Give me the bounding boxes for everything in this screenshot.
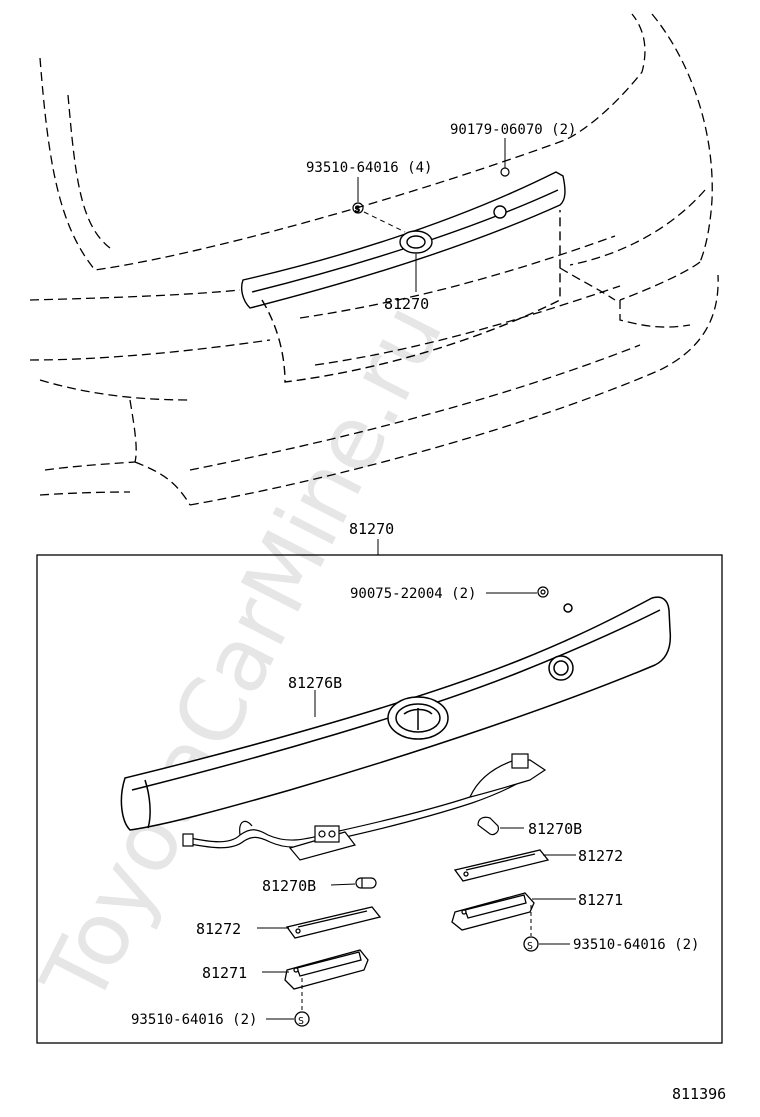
- watermark-text: ToyotaCarMine.ru: [21, 288, 462, 1021]
- callout-81270-top: 81270: [384, 295, 429, 313]
- screw-s-glyph: S: [355, 205, 360, 214]
- nut-detail: [537, 586, 549, 598]
- screw-left-s-glyph: S: [298, 1016, 304, 1027]
- lens-right: [453, 849, 550, 882]
- garnish-top-view: [241, 171, 566, 383]
- screw-icon-right: [523, 936, 539, 952]
- callout-81270B-left: 81270B: [262, 877, 316, 895]
- callout-93510-64016-left: 93510-64016 (2): [131, 1012, 257, 1028]
- callout-81271-left: 81271: [202, 964, 247, 982]
- vehicle-rear-outline: [29, 13, 719, 506]
- screw-icon: [352, 202, 364, 214]
- garnish-detail: [120, 596, 672, 831]
- leader-lines-detail: [257, 592, 576, 1020]
- callout-90179-06070: 90179-06070 (2): [450, 122, 576, 138]
- diagram-id: 811396: [672, 1085, 726, 1103]
- callout-81271-right: 81271: [578, 891, 623, 909]
- callout-81272-left: 81272: [196, 920, 241, 938]
- callout-90075-22004: 90075-22004 (2): [350, 586, 476, 602]
- lens-left: [285, 906, 382, 939]
- screw-icon-left: [294, 1011, 310, 1027]
- callout-93510-64016-right: 93510-64016 (2): [573, 937, 699, 953]
- detail-frame: [36, 554, 723, 1044]
- assembly-label-81270: 81270: [349, 520, 394, 538]
- nut-icon: [500, 167, 510, 177]
- wire-harness: [182, 753, 547, 861]
- screw-right-s-glyph: S: [527, 941, 533, 952]
- callout-81276B: 81276B: [288, 674, 342, 692]
- callout-81270B-right: 81270B: [528, 820, 582, 838]
- bulb-left: [355, 877, 377, 889]
- bulb-right: [477, 816, 499, 836]
- housing-left: [284, 949, 369, 990]
- callout-93510-64016-top: 93510-64016 (4): [306, 160, 432, 176]
- housing-right: [451, 892, 535, 931]
- leader-lines-top: [357, 138, 506, 292]
- callout-81272-right: 81272: [578, 847, 623, 865]
